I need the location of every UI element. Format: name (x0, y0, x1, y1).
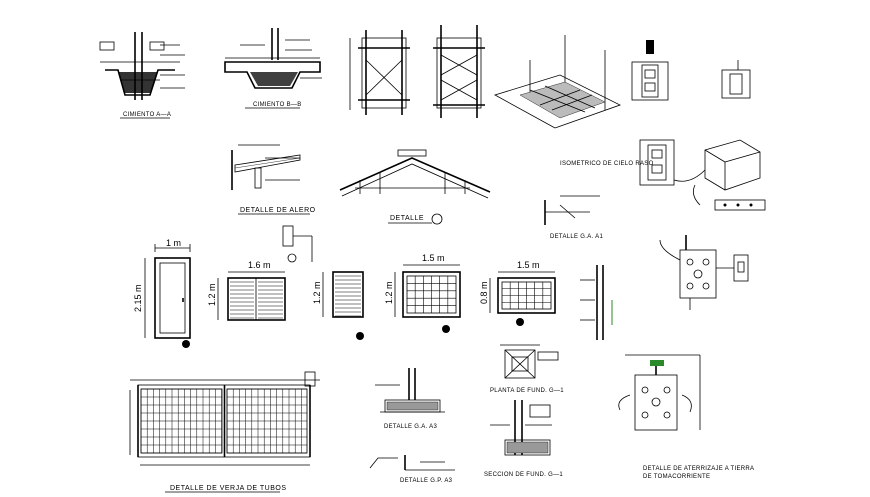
label-aterrizaje-1: DETALLE DE ATERRIZAJE A TIERRA (643, 466, 754, 472)
fence-elevation: DETALLE DE VERJA DE TUBOS (129, 371, 320, 493)
dim-win1-height: 1.2 m (207, 283, 217, 306)
label-aterrizaje-2: DE TOMACORRIENTE (643, 474, 710, 480)
dim-win1-width: 1.6 m (248, 260, 271, 270)
dim-win3-width: 1.5 m (422, 253, 445, 263)
window-detail-small (282, 225, 313, 263)
dim-win2-height: 1.2 m (312, 281, 322, 304)
wall-section-vertical (580, 265, 613, 340)
small-section-detail: DETALLE G.A. A1 (544, 195, 603, 240)
column-elevation-1 (349, 30, 410, 115)
window-louver-1: 1.6 m 1.2 m (207, 260, 286, 321)
label-detalle-verja: DETALLE DE VERJA DE TUBOS (170, 485, 287, 492)
label-cimiento-aa: CIMIENTO A—A (123, 112, 171, 118)
dim-win3-height: 1.2 m (384, 281, 394, 304)
label-detalle-alero: DETALLE DE ALERO (240, 207, 316, 214)
junction-box-detail (659, 235, 749, 310)
ceiling-isometric: ISOMETRICO DE CIELO RASO (493, 35, 654, 167)
dim-door-height: 2.15 m (133, 284, 143, 312)
roof-ridge-detail: DETALLE (339, 149, 491, 225)
label-detalle: DETALLE (390, 215, 424, 222)
window-louver-2: 1.2 m (312, 271, 364, 340)
outlet-box-front (631, 40, 751, 101)
foundation-plan: PLANTA DE FUND. G—1 (490, 344, 564, 394)
outlet-box-iso (639, 139, 766, 211)
post-footing-detail: DETALLE G.A. A3 (375, 368, 445, 430)
small-footing-detail: DETALLE G.P. A3 (369, 455, 455, 484)
foundation-section: SECCION DE FUND. G—1 (484, 400, 563, 478)
column-elevation-2 (433, 25, 485, 118)
dim-win4-height: 0.8 m (479, 281, 489, 304)
grounding-detail: DETALLE DE ATERRIZAJE A TIERRA DE TOMACO… (618, 354, 754, 480)
dim-door-width: 1 m (166, 238, 181, 248)
label-detalle-ga3: DETALLE G.A. A3 (384, 424, 437, 430)
label-planta-fund: PLANTA DE FUND. G—1 (490, 388, 564, 394)
window-grid-1: 1.5 m 1.2 m (384, 253, 461, 333)
dim-win4-width: 1.5 m (517, 260, 540, 270)
label-seccion-fund: SECCION DE FUND. G—1 (484, 472, 563, 478)
footing-detail-a: CIMIENTO A—A (99, 32, 185, 119)
label-isometrico: ISOMETRICO DE CIELO RASO (560, 161, 654, 167)
eave-detail: DETALLE DE ALERO (231, 144, 316, 215)
label-detalle-gp: DETALLE G.P. A3 (400, 478, 453, 484)
door-elevation: 1 m 2.15 m (133, 238, 191, 348)
label-detalle-ga: DETALLE G.A. A1 (550, 234, 603, 240)
footing-detail-b: CIMIENTO B—B (224, 28, 322, 109)
label-cimiento-bb: CIMIENTO B—B (253, 102, 302, 108)
window-grid-2: 1.5 m 0.8 m (479, 260, 556, 326)
